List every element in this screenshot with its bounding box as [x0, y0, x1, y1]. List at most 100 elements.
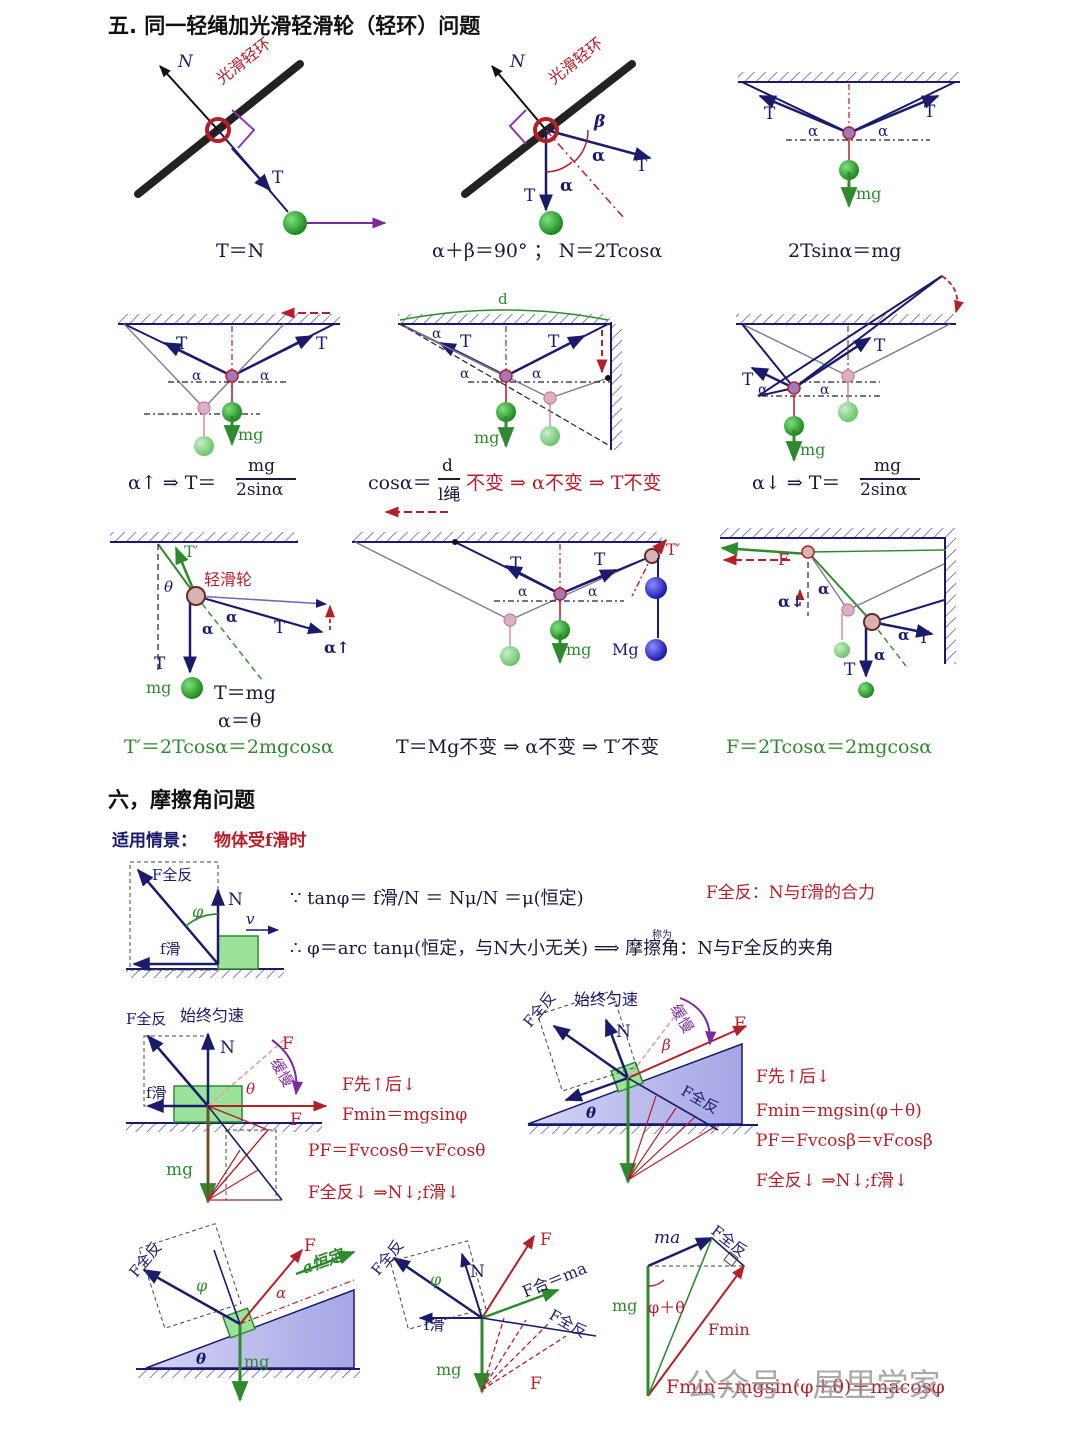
e5-label-fs: f滑 — [424, 1316, 445, 1334]
e6-label-angle: φ＋θ — [648, 1298, 685, 1317]
d6-fraction-bar — [860, 478, 920, 480]
d3-label-alpha-right: α — [878, 122, 889, 140]
d8-label-Mg: Mg — [612, 640, 639, 659]
friction-diagram-1 — [126, 861, 284, 978]
e4-label-theta: θ — [196, 1350, 207, 1368]
e3-label-f: F — [734, 1014, 746, 1034]
d9-label-t2: T — [844, 660, 856, 680]
d5-label-alpha-right: α — [532, 366, 542, 382]
e3-label-beta: β — [662, 1036, 671, 1054]
e1-label-v: v — [246, 910, 255, 928]
d9-formula: F＝2Tcosα＝2mgcosα — [726, 736, 933, 758]
e2-top-label: 始终匀速 — [180, 1006, 245, 1025]
d7-eq1: T＝mg — [214, 682, 276, 704]
d5-formula: cosα＝ — [368, 472, 432, 494]
d9-label-t: T — [918, 628, 930, 648]
d3-label-t-right: T — [924, 102, 936, 122]
d7-label-theta: θ — [164, 578, 174, 596]
e6-formula: Fmin＝mgsin(φ＋θ)＋macosφ — [666, 1376, 945, 1398]
e2-line-2: Fmin＝mgsinφ — [342, 1105, 468, 1125]
watermark: 公众号 · 屋里学家 — [686, 1366, 941, 1404]
d5-label-d: d — [498, 290, 508, 308]
d4-label-alpha-right: α — [260, 368, 270, 384]
d6-label-mg: mg — [800, 440, 826, 459]
e3-label-theta: θ — [586, 1104, 597, 1122]
e2-line-4: F全反↓ ⇒N↓;f滑↓ — [308, 1183, 461, 1203]
e5-label-n: N — [470, 1262, 485, 1282]
d7-label-mg: mg — [146, 678, 172, 697]
d5-formula-num: d — [442, 456, 453, 476]
e2-label-theta: θ — [246, 1080, 256, 1098]
d3-formula: 2Tsinα＝mg — [788, 240, 902, 262]
d4-label-t-right: T — [316, 334, 328, 354]
d5-label-t-left: T — [460, 332, 472, 352]
d4-label-t-left: T — [176, 334, 188, 354]
d7-label-t2: T — [154, 654, 166, 674]
friction-diagram-5 — [389, 1234, 597, 1395]
e2-line-3: PF＝Fvcosθ＝vFcosθ — [308, 1141, 486, 1161]
e6-label-fmin: Fmin — [708, 1320, 750, 1339]
e2-line-1: F先↑后↓ — [342, 1075, 417, 1095]
e5-label-f2: F — [530, 1374, 542, 1394]
d8-formula: T＝Mg不变 ⇒ α不变 ⇒ T′不变 — [396, 736, 660, 758]
d8-label-alpha-right: α — [588, 584, 598, 600]
d4-formula-left: α↑ ⇒ T＝ — [128, 472, 217, 494]
e2-label-f: F — [282, 1034, 294, 1054]
e4-label-f: F — [304, 1236, 316, 1256]
d4-formula-den: 2sinα — [236, 480, 284, 500]
d2-formula: α＋β＝90° ； N＝2Tcosα — [432, 240, 663, 262]
d9-label-alpha1: α — [818, 580, 830, 598]
d6-label-alpha-right: α — [820, 382, 830, 398]
diagram-6 — [736, 275, 964, 463]
d6-formula-num: mg — [874, 456, 902, 476]
d7-formula: T′＝2Tcosα＝2mgcosα — [124, 736, 334, 758]
e2-label-n: N — [220, 1038, 235, 1058]
d1-label-n: N — [178, 52, 193, 72]
d1-label-t: T — [272, 168, 284, 188]
d5-formula-tail: 不变 ⇒ α不变 ⇒ T不变 — [466, 472, 662, 494]
e1-arrow-label: 称为 — [652, 930, 672, 941]
d5-formula-den: l绳 — [438, 485, 461, 505]
d4-formula-num: mg — [248, 456, 276, 476]
d5-label-mg: mg — [474, 428, 500, 447]
diagram-2 — [461, 60, 652, 235]
d2-label-alpha: α — [592, 146, 606, 166]
diagram-8 — [352, 506, 668, 666]
e1-label-ftotal: F全反 — [152, 866, 193, 884]
d9-label-alpha3: α — [874, 646, 886, 664]
d7-label-tp: T′ — [184, 542, 199, 561]
d3-label-alpha-left: α — [808, 122, 819, 140]
d8-label-t-right: T — [594, 550, 606, 570]
d6-formula-left: α↓ ⇒ T＝ — [752, 472, 841, 494]
e1-eq-line2: ∴ φ＝arc tanμ(恒定，与N大小无关) ⟹ 摩擦角：N与F全反的夹角 — [290, 938, 834, 959]
d5-label-alpha-top: α — [432, 326, 442, 342]
d5-label-alpha-left: α — [460, 366, 470, 382]
diagram-3 — [738, 72, 960, 209]
e3-line-3: PF＝Fvcosβ＝vFcosβ — [756, 1131, 933, 1151]
e3-line-4: F全反↓ ⇒N↓;f滑↓ — [756, 1171, 909, 1191]
e4-label-alpha: α — [276, 1284, 287, 1302]
friction-diagram-3 — [527, 990, 758, 1185]
d9-alpha-down: α↓ — [778, 592, 804, 611]
section5-title: 五. 同一轻绳加光滑轻滑轮（轻环）问题 — [108, 14, 481, 38]
e1-label-phi: φ — [192, 902, 204, 921]
diagram-9 — [720, 528, 956, 698]
e3-line-1: F先↑后↓ — [756, 1067, 831, 1087]
d2-label-t: T — [636, 156, 648, 176]
applies-value: 物体受f滑时 — [214, 831, 307, 851]
friction-diagram-2 — [126, 1032, 328, 1205]
d1-formula: T＝N — [216, 240, 265, 262]
e2-label-f2: F — [290, 1110, 302, 1130]
d5-fraction-bar — [438, 478, 460, 480]
d7-label-t: T — [274, 618, 286, 638]
applies-label: 适用情景： — [112, 831, 197, 851]
e5-label-f: F — [540, 1230, 552, 1250]
d4-fraction-bar — [236, 478, 296, 480]
d6-label-alpha-left: α — [758, 382, 768, 398]
d8-label-t-left: T — [510, 554, 522, 574]
d9-label-f: F — [778, 550, 790, 569]
d6-label-t-left: T — [742, 370, 754, 390]
e6-label-ma: ma — [654, 1228, 681, 1248]
d3-label-t-left: T — [764, 104, 776, 124]
